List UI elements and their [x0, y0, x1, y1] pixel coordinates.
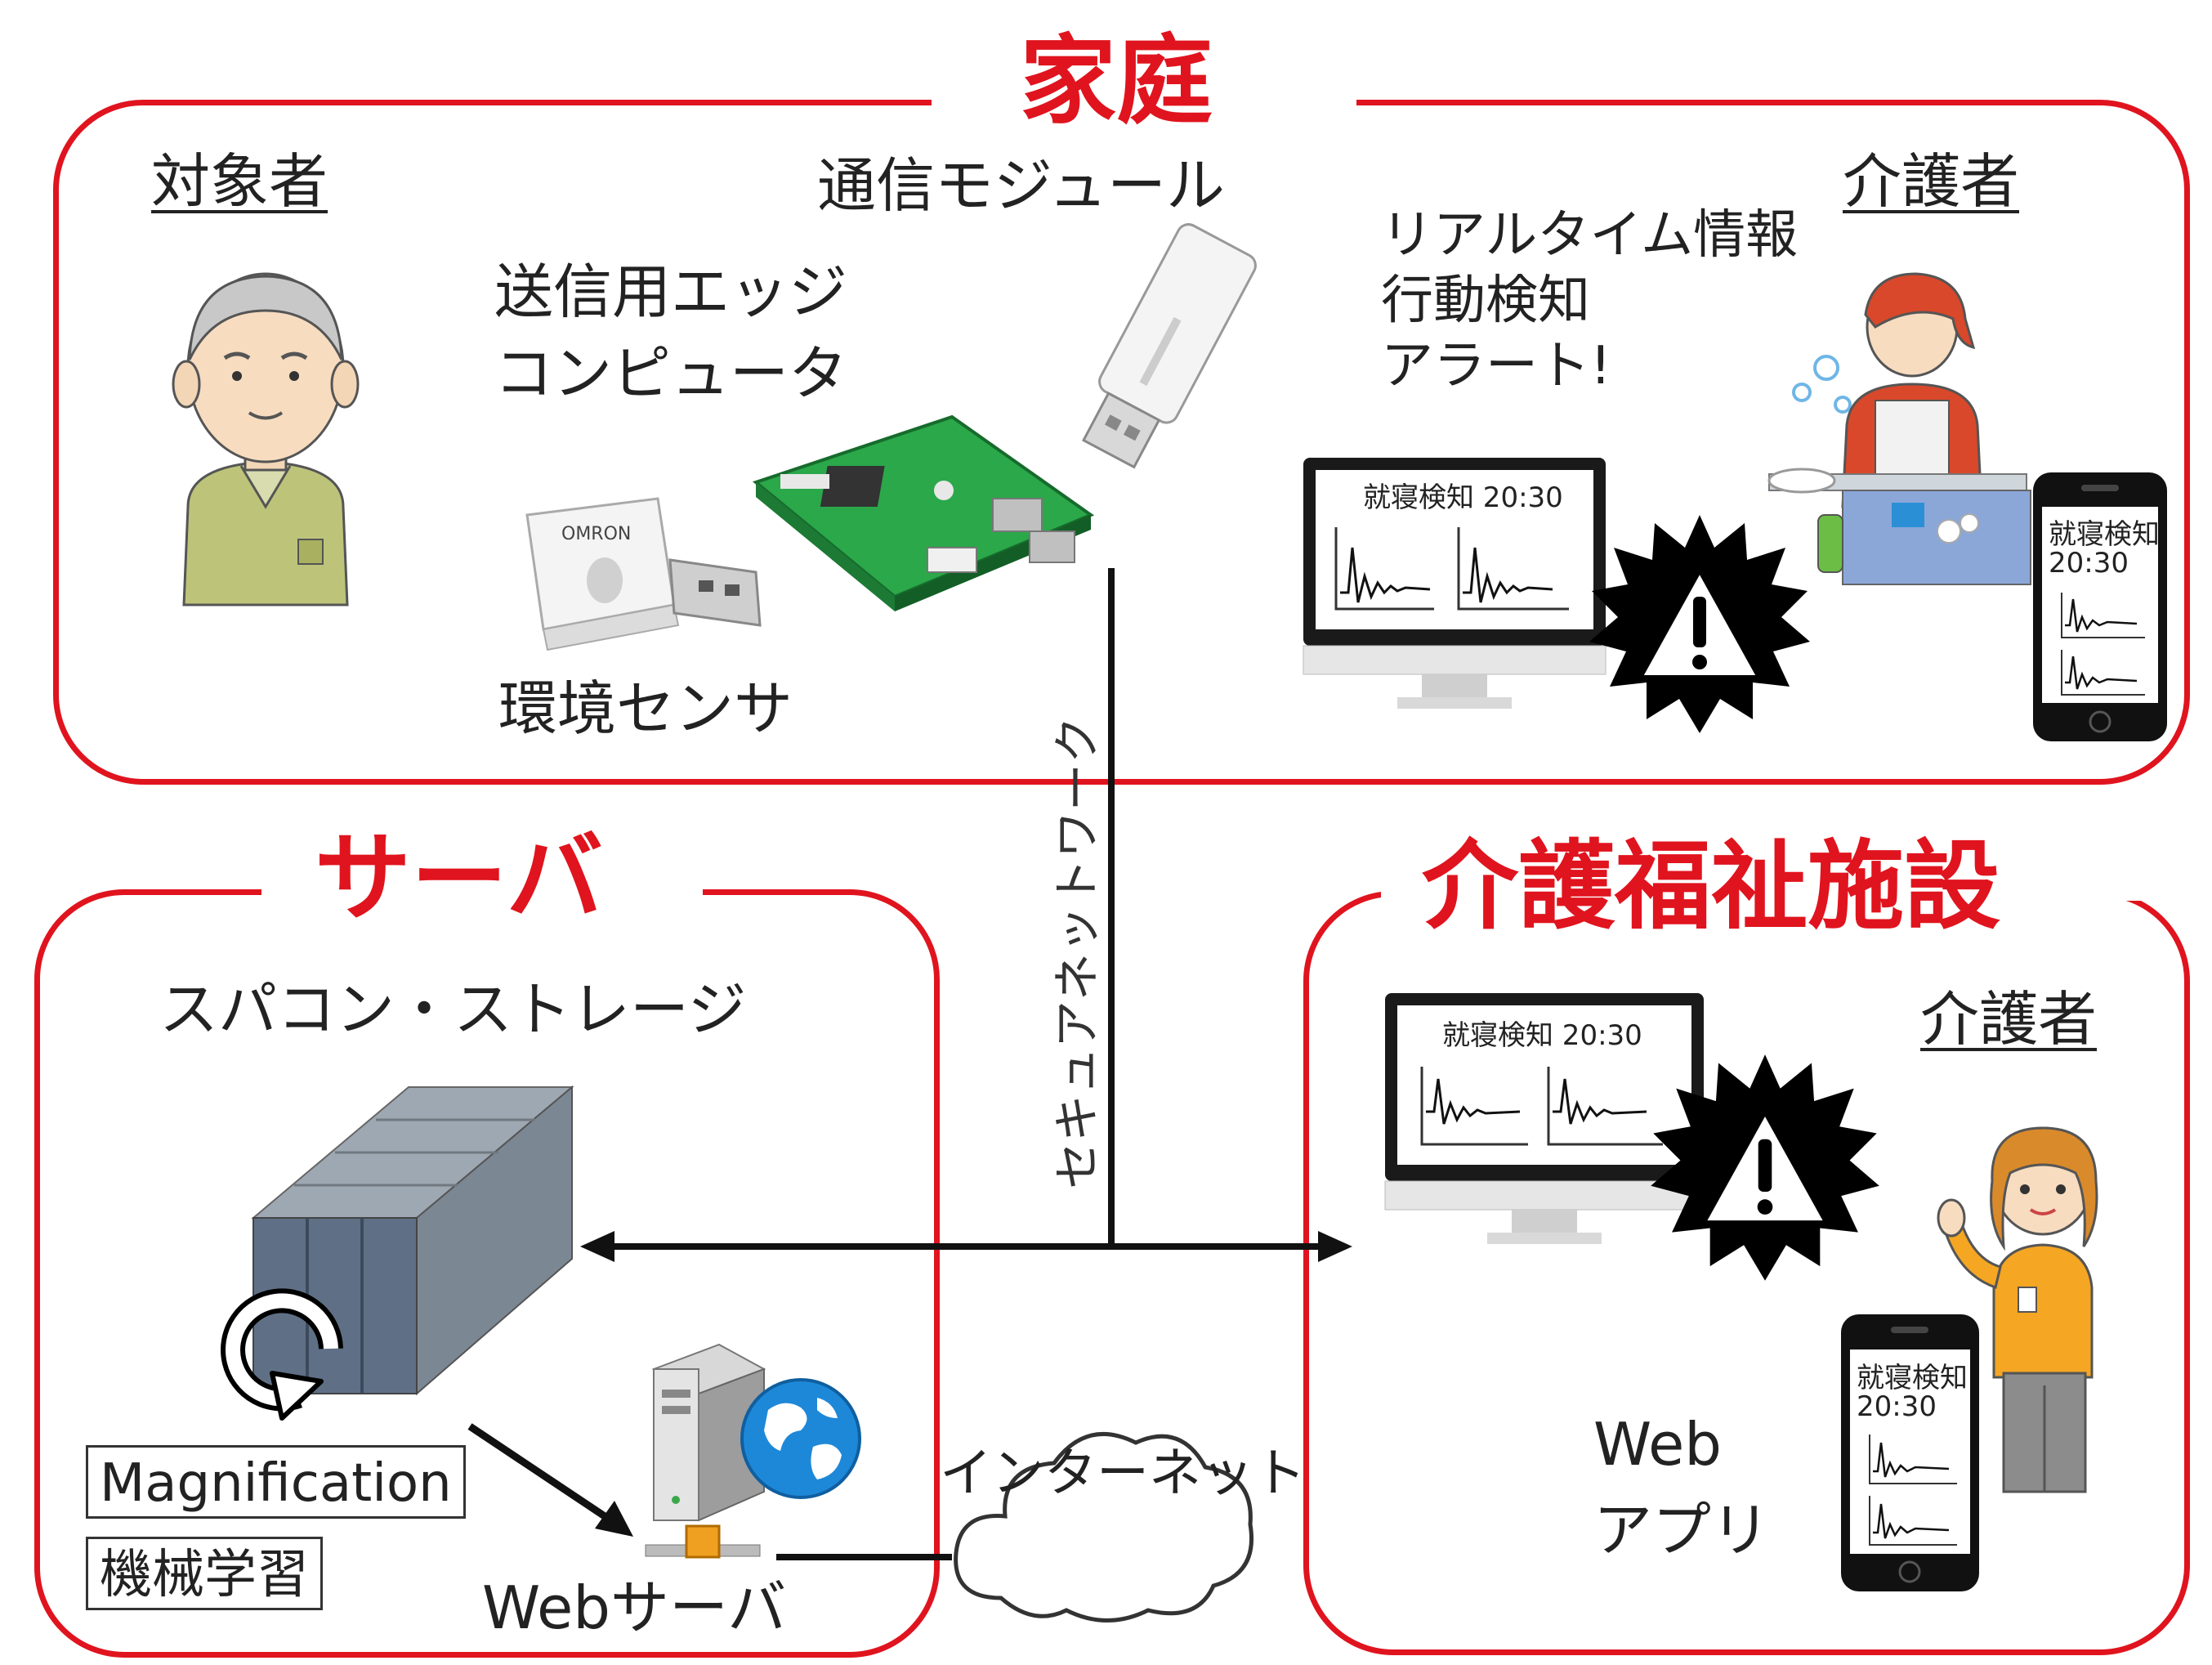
cloud-icon: [954, 1431, 1253, 1622]
staff-woman-icon: [1937, 1126, 2098, 1493]
elderly-man-icon: [172, 272, 360, 606]
globe-icon: [740, 1378, 861, 1499]
home-phone-text1: 就寝検知: [2049, 518, 2160, 551]
ml-box: 機械学習: [86, 1537, 323, 1610]
storage-label: スパコン・ストレージ: [159, 975, 747, 1044]
subject-label: 対象者: [151, 147, 328, 216]
web-app-line2: アプリ: [1593, 1496, 1771, 1564]
facility-title: 介護福祉施設: [1422, 830, 2001, 942]
facility-caregiver-label: 介護者: [1920, 985, 2098, 1054]
sensor-brand-text: OMRON: [561, 524, 631, 544]
facility-phone-text2: 20:30: [1857, 1390, 1937, 1423]
home-phone-icon: 就寝検知 20:30: [2033, 472, 2167, 741]
home-title: 家庭: [1020, 25, 1213, 137]
edge-label-line1: 送信用エッジ: [494, 257, 848, 326]
facility-phone-icon: 就寝検知 20:30: [1841, 1314, 1979, 1591]
server-icon: [645, 1343, 766, 1559]
facility-monitor-icon: 就寝検知 20:30: [1384, 993, 1705, 1244]
comm-module-label: 通信モジュール: [817, 151, 1225, 220]
caregiver-icon: [1767, 272, 2031, 585]
home-title-gap: [932, 90, 1356, 110]
server-title: サーバ: [315, 821, 603, 934]
home-monitor-text: 就寝検知 20:30: [1363, 481, 1563, 514]
edge-board-icon: [752, 414, 1095, 611]
internet-label: インターネット: [940, 1443, 1306, 1504]
facility-monitor-text: 就寝検知 20:30: [1442, 1019, 1642, 1052]
home-phone-text2: 20:30: [2049, 547, 2129, 580]
info-line1: リアルタイム情報: [1381, 205, 1799, 266]
sensor-label: 環境センサ: [498, 674, 793, 743]
web-app-line1: Web: [1593, 1410, 1722, 1479]
cycle-arrow-icon: [221, 1288, 343, 1421]
facility-title-gap: [1381, 881, 2141, 901]
web-server-label: Webサーバ: [482, 1573, 787, 1642]
facility-alert-icon: [1651, 1054, 1879, 1281]
usb-stick-icon: [1081, 223, 1257, 469]
edge-label-line2: コンピュータ: [494, 339, 848, 408]
home-alert-icon: [1589, 515, 1810, 733]
info-line3: アラート!: [1381, 336, 1611, 396]
facility-phone-text1: 就寝検知: [1857, 1362, 1968, 1394]
secure-network-label: セキュアネットワーク: [1049, 716, 1105, 1189]
info-line2: 行動検知: [1381, 271, 1590, 331]
env-sensor-icon: OMRON: [525, 497, 762, 651]
home-monitor-icon: 就寝検知 20:30: [1303, 458, 1606, 709]
home-caregiver-label: 介護者: [1843, 147, 2020, 216]
server-title-gap: [261, 879, 703, 899]
magnification-box: Magnification: [86, 1445, 466, 1519]
